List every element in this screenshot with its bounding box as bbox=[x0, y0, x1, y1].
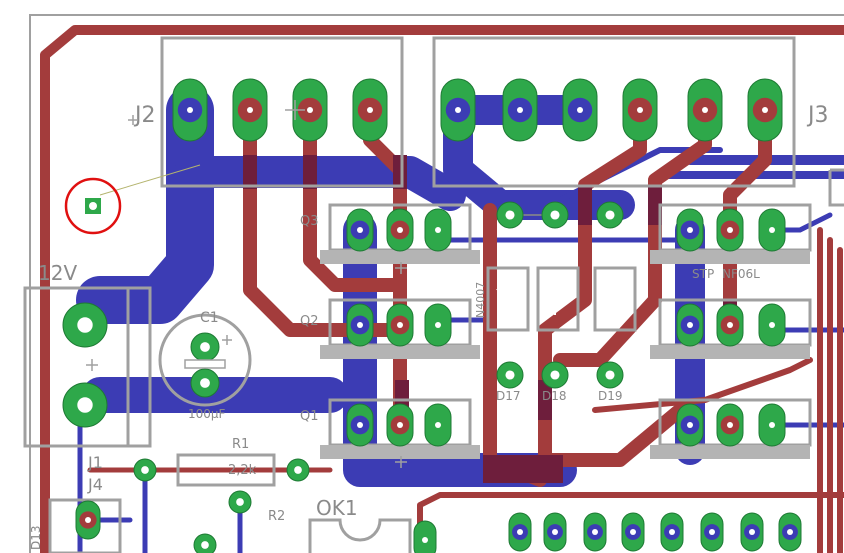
transistor-pad[interactable] bbox=[386, 403, 414, 447]
transistor-pad[interactable] bbox=[716, 208, 744, 252]
label-cap-value: 100µF bbox=[188, 407, 226, 421]
diode-symbol bbox=[543, 282, 567, 315]
board-outline bbox=[29, 14, 844, 553]
drc-error-marker[interactable] bbox=[64, 177, 122, 235]
diode-pad[interactable] bbox=[496, 201, 524, 229]
origin-cross-markers bbox=[86, 100, 407, 468]
transistor-pad[interactable] bbox=[424, 303, 452, 347]
silkscreen-labels: J2 J3 12V Q3 Q2 Q1 C1 100µF R1 2,2k R2 O… bbox=[29, 103, 829, 550]
j2-pad[interactable] bbox=[352, 78, 388, 142]
j3-pad[interactable] bbox=[562, 78, 598, 142]
transistor-pad[interactable] bbox=[676, 303, 704, 347]
transistor-pad[interactable] bbox=[676, 403, 704, 447]
ic-pad[interactable] bbox=[660, 512, 684, 552]
resistor-pad[interactable] bbox=[133, 458, 157, 482]
label-mosfet-part: STP bbox=[692, 267, 714, 281]
label-c1: C1 bbox=[200, 310, 219, 326]
j2-pad[interactable] bbox=[172, 78, 208, 142]
transistor-pad[interactable] bbox=[676, 208, 704, 252]
power-terminal-pad[interactable] bbox=[62, 382, 108, 428]
silkscreen-layer bbox=[23, 36, 844, 553]
transistor-pad[interactable] bbox=[424, 403, 452, 447]
transistor-pad[interactable] bbox=[716, 403, 744, 447]
transistor-pad[interactable] bbox=[346, 303, 374, 347]
label-diode-part: N4007 bbox=[474, 282, 487, 318]
ic-pad[interactable] bbox=[778, 512, 802, 552]
diode-pad[interactable] bbox=[541, 361, 569, 389]
j3-pad[interactable] bbox=[622, 78, 658, 142]
ic-pad[interactable] bbox=[543, 512, 567, 552]
label-ok1: OK1 bbox=[316, 496, 358, 520]
j3-pad[interactable] bbox=[440, 78, 476, 142]
j2-pad[interactable] bbox=[232, 78, 268, 142]
label-j4: J4 bbox=[87, 475, 103, 494]
label-r1-value: 2,2k bbox=[228, 463, 257, 478]
j2-connector-outline bbox=[160, 36, 404, 188]
j3-pad[interactable] bbox=[687, 78, 723, 142]
label-d17: D17 bbox=[496, 389, 521, 403]
transistor-pad[interactable] bbox=[346, 403, 374, 447]
label-q2: Q2 bbox=[300, 314, 319, 329]
ic-pad[interactable] bbox=[700, 512, 724, 552]
label-d19: D19 bbox=[598, 389, 623, 403]
transistor-pad[interactable] bbox=[758, 303, 786, 347]
resistor-pad[interactable] bbox=[228, 490, 252, 514]
ic-pad[interactable] bbox=[621, 512, 645, 552]
jumper-pad[interactable] bbox=[75, 500, 101, 540]
diode-pad[interactable] bbox=[496, 361, 524, 389]
j3-pad[interactable] bbox=[502, 78, 538, 142]
transistor-pad[interactable] bbox=[758, 403, 786, 447]
transistor-pad[interactable] bbox=[386, 303, 414, 347]
label-j1: J1 bbox=[87, 453, 103, 472]
capacitor-pad[interactable] bbox=[190, 332, 220, 362]
label-j2: J2 bbox=[133, 103, 156, 128]
ic-pad[interactable] bbox=[583, 512, 607, 552]
capacitor-pad[interactable] bbox=[190, 368, 220, 398]
j3-pad[interactable] bbox=[747, 78, 783, 142]
transistor-pad[interactable] bbox=[758, 208, 786, 252]
label-r2: R2 bbox=[268, 509, 285, 524]
resistor-pad[interactable] bbox=[286, 458, 310, 482]
diode-symbol bbox=[603, 282, 627, 315]
power-terminal-pad[interactable] bbox=[62, 302, 108, 348]
capacitor-polarity bbox=[184, 335, 232, 369]
diode-symbol bbox=[496, 282, 520, 315]
label-d18: D18 bbox=[542, 389, 567, 403]
label-q1: Q1 bbox=[300, 409, 319, 424]
diode-pad[interactable] bbox=[596, 361, 624, 389]
ic-pad[interactable] bbox=[508, 512, 532, 552]
j2-pad[interactable] bbox=[292, 78, 328, 142]
pads-layer bbox=[62, 78, 802, 553]
transistor-pad[interactable] bbox=[424, 208, 452, 252]
transistor-pad[interactable] bbox=[346, 208, 374, 252]
label-d13: D13 bbox=[29, 525, 43, 550]
j3-connector-outline bbox=[432, 36, 796, 188]
diode-pad[interactable] bbox=[541, 201, 569, 229]
ic-pad[interactable] bbox=[413, 520, 437, 553]
resistor-pad[interactable] bbox=[193, 533, 217, 553]
label-q3: Q3 bbox=[300, 214, 319, 229]
ic-pad[interactable] bbox=[740, 512, 764, 552]
label-r1: R1 bbox=[232, 437, 249, 452]
transistor-pad[interactable] bbox=[386, 208, 414, 252]
label-12v: 12V bbox=[38, 261, 77, 285]
transistor-tab-bars bbox=[320, 250, 810, 459]
diode-pad[interactable] bbox=[596, 201, 624, 229]
transistor-pad[interactable] bbox=[716, 303, 744, 347]
label-j3: J3 bbox=[806, 103, 829, 128]
label-mosfet-part2: NF06L bbox=[722, 267, 760, 281]
